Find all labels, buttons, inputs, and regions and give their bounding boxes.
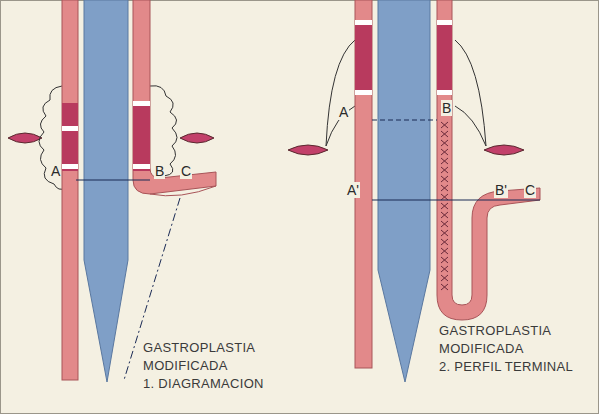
- point-label: B': [494, 182, 508, 198]
- stitch: [441, 140, 448, 146]
- diaphragm-crus: [180, 133, 214, 143]
- stitch: [441, 221, 448, 227]
- caption-line: GASTROPLASTIA: [142, 340, 256, 356]
- point-label: A: [50, 163, 61, 179]
- stitch: [441, 266, 448, 272]
- stitch: [441, 122, 448, 128]
- stitch: [441, 239, 448, 245]
- section-line: [372, 199, 540, 200]
- stitch: [441, 185, 448, 191]
- bougie: [84, 0, 128, 382]
- section-line: [372, 119, 437, 120]
- stitch: [441, 176, 448, 182]
- section-line: [76, 179, 150, 180]
- suture-stitches: [441, 122, 448, 290]
- stitch: [441, 167, 448, 173]
- caption-line: 2. PERFIL TERMINAL: [438, 359, 574, 375]
- esophageal-wall: [133, 0, 216, 194]
- caption-line: GASTROPLASTIA: [438, 323, 552, 339]
- point-label: B: [154, 163, 165, 179]
- stitch: [441, 248, 448, 254]
- point-label: C: [180, 163, 192, 179]
- bougie: [378, 0, 430, 382]
- sphincter-segment: [133, 103, 150, 171]
- stitch: [441, 284, 448, 290]
- point-label: A': [346, 182, 360, 198]
- esophageal-wall: [62, 0, 78, 380]
- stitch: [441, 158, 448, 164]
- stitch: [441, 194, 448, 200]
- caption-line: MODIFICADA: [438, 341, 525, 357]
- stitch: [441, 203, 448, 209]
- diaphragm-crus: [288, 145, 328, 155]
- point-label: A: [338, 104, 349, 120]
- gastric-tube: [437, 0, 540, 320]
- stitch: [441, 230, 448, 236]
- stitch: [441, 149, 448, 155]
- stitch: [441, 275, 448, 281]
- diaphragm-crus: [8, 133, 42, 143]
- diaphragm-crus: [484, 145, 524, 155]
- stitch: [441, 131, 448, 137]
- stitch: [441, 212, 448, 218]
- stitch: [441, 257, 448, 263]
- caption-line: 1. DIAGRAMACION: [142, 376, 265, 392]
- sphincter-segment: [437, 22, 452, 92]
- point-label: C: [524, 182, 536, 198]
- point-label: B: [441, 100, 452, 116]
- caption-line: MODIFICADA: [142, 358, 229, 374]
- sphincter-segment: [62, 103, 78, 171]
- sphincter-segment: [355, 22, 372, 92]
